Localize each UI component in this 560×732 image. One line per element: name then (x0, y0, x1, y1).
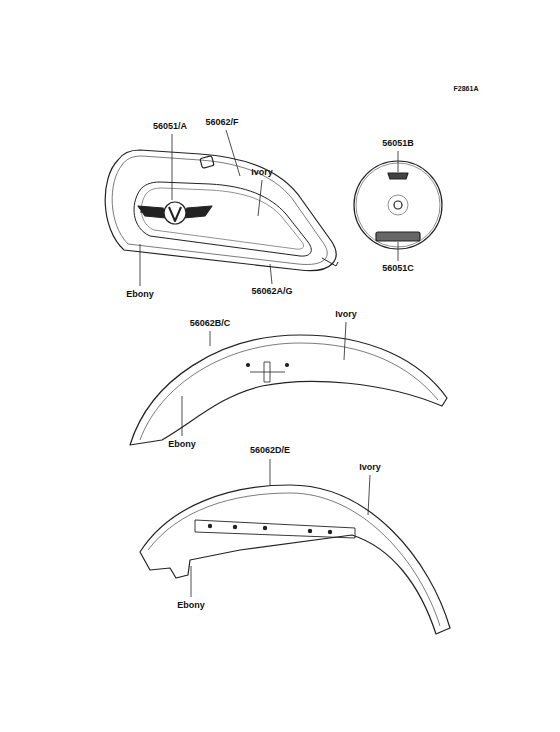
callout-number: F2861A (454, 83, 479, 94)
color-label: Ebony (168, 439, 196, 450)
callout-number: 56062A/G (251, 286, 292, 297)
callout-number: 56062/F (205, 117, 238, 128)
leader-lines (140, 130, 398, 597)
front-fender (130, 335, 447, 445)
side-cover (354, 161, 442, 249)
callout-number: 56051C (382, 263, 414, 274)
color-label: Ivory (359, 462, 381, 473)
wing-emblem (138, 202, 212, 224)
rear-fender (140, 485, 450, 634)
callout-number: 56062D/E (250, 445, 290, 456)
color-label: Ivory (251, 167, 273, 178)
callout-number: 56051/A (153, 121, 187, 132)
color-label: Ivory (335, 309, 357, 320)
callout-number: 56062B/C (190, 318, 231, 329)
color-label: Ebony (177, 600, 205, 611)
color-label: Ebony (126, 289, 154, 300)
callout-number: 56051B (382, 138, 414, 149)
